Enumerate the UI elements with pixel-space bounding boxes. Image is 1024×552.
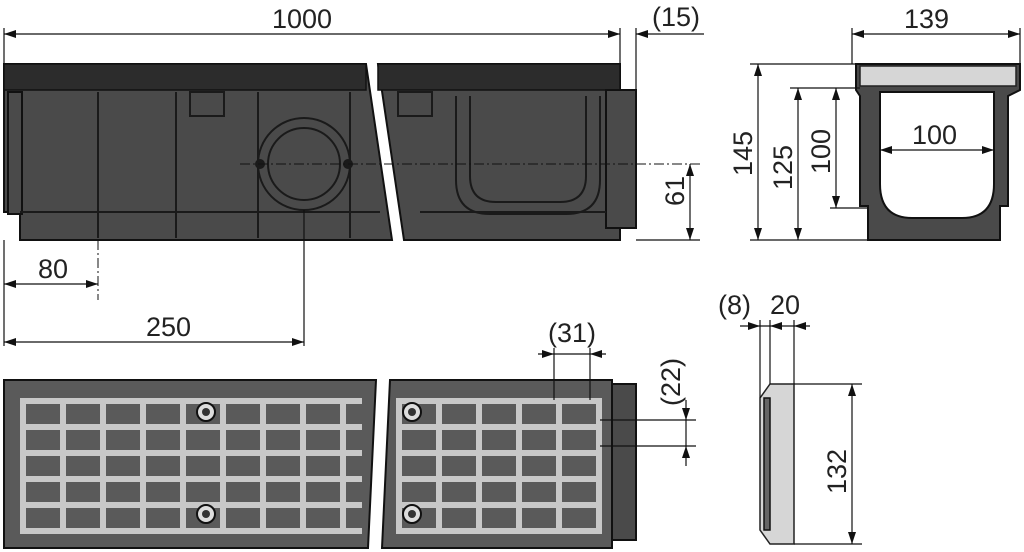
dim-total-height: 145 <box>728 131 758 176</box>
grate-bar-vertical <box>340 398 346 530</box>
grate-cross-section <box>759 383 795 545</box>
grate-bar-vertical <box>396 398 402 530</box>
dim-outlet-position: 250 <box>146 312 191 342</box>
dim-inner-height: 100 <box>806 129 836 174</box>
grate-bar-vertical <box>556 398 562 530</box>
grate-bar-horizontal <box>396 398 602 404</box>
grate-bar-vertical <box>476 398 482 530</box>
grate-bar-vertical <box>100 398 106 530</box>
grate-bar-vertical <box>60 398 66 530</box>
grate-bar-horizontal <box>20 424 362 430</box>
grate-bar-horizontal <box>20 528 362 534</box>
dim-end-cap: (15) <box>652 2 700 32</box>
dim-grate-slot-width: (22) <box>656 358 686 406</box>
grate-bar-horizontal <box>20 398 362 404</box>
grate-bar-vertical <box>140 398 146 530</box>
dim-overall-length: 1000 <box>272 4 332 34</box>
grate-grid-right <box>396 398 602 534</box>
dim-grate-thickness: 20 <box>770 290 800 320</box>
dim-outlet-height: 61 <box>660 176 690 206</box>
grate-plan-view <box>3 379 637 549</box>
dim-grate-lip: (8) <box>718 290 751 320</box>
grate-bar-vertical <box>20 398 26 530</box>
grate-bar-vertical <box>220 398 226 530</box>
grate-bar-horizontal <box>396 424 602 430</box>
grate-bar-vertical <box>180 398 186 530</box>
grate-bar-vertical <box>260 398 266 530</box>
grate-bar-horizontal <box>20 450 362 456</box>
channel-side-view <box>3 63 700 300</box>
grate-bar-vertical <box>436 398 442 530</box>
grate-bar-horizontal <box>396 476 602 482</box>
grate-bar-horizontal <box>396 450 602 456</box>
dimension-labels: 1000 (15) 80 250 61 139 145 125 100 100 … <box>38 2 957 494</box>
grate-bar-horizontal <box>20 502 362 508</box>
grate-bar-horizontal <box>396 528 602 534</box>
grate-bar-horizontal <box>20 476 362 482</box>
dim-inner-height-outer: 125 <box>768 145 798 190</box>
grate-bar-vertical <box>300 398 306 530</box>
dim-grate-width: 132 <box>822 449 852 494</box>
grate-bolts <box>196 402 422 524</box>
grate-bar-vertical <box>596 398 602 530</box>
dimension-lines <box>3 28 1021 545</box>
channel-cross-section <box>855 63 1021 241</box>
dim-inner-width: 100 <box>912 120 957 150</box>
grate-bar-vertical <box>516 398 522 530</box>
dim-total-width: 139 <box>904 4 949 34</box>
dim-outlet-offset: 80 <box>38 254 68 284</box>
grate-bar-horizontal <box>396 502 602 508</box>
grate-grid-left <box>20 398 362 534</box>
dim-grate-slot-length: (31) <box>548 318 596 348</box>
